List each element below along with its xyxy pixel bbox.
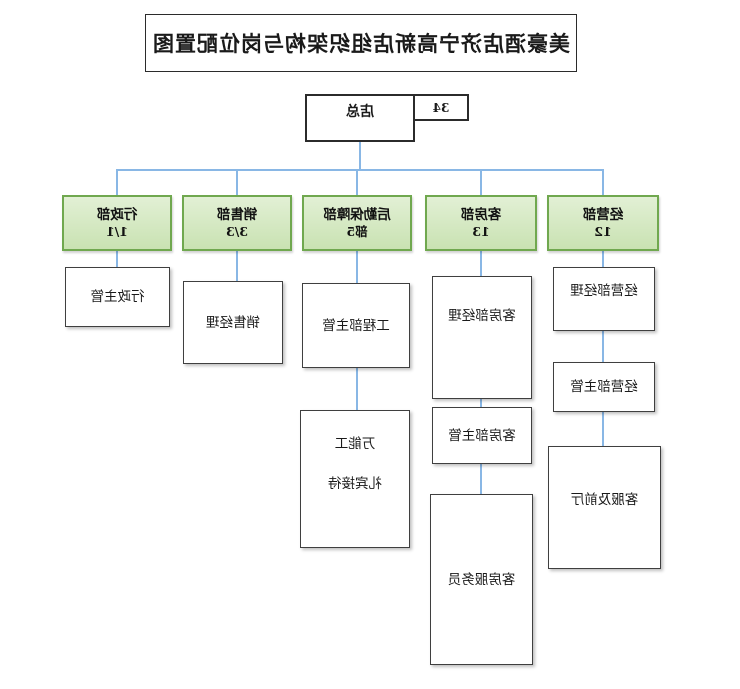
dept-count: 部5 — [346, 223, 368, 239]
connector-dept3 — [356, 171, 358, 195]
connector-dept5-child2 — [602, 331, 604, 362]
role-box-admin-supervisor[interactable]: 行政主管 — [65, 267, 170, 327]
connector-dept4 — [480, 171, 482, 195]
role-label: 行政主管 — [90, 289, 145, 305]
connector-dept5-child1 — [602, 251, 604, 267]
role-label: 经营部经理 — [570, 283, 638, 299]
connector-dept4-child1 — [480, 251, 482, 276]
connector-dept3-child1 — [356, 251, 358, 283]
role-label-line2: 礼宾接待 — [328, 476, 382, 492]
role-label: 客房服务员 — [447, 571, 516, 588]
connector-dept4-child3 — [480, 464, 482, 494]
role-box-room-attendant[interactable]: 客房服务员 — [430, 494, 533, 665]
node-store-gm[interactable]: 店总 — [305, 94, 415, 142]
dept-name: 客房部 — [460, 206, 502, 223]
chart-title: 美豪酒店济宁高新店组织架构与岗位配置图 — [152, 31, 570, 56]
connector-dept5 — [602, 171, 604, 195]
role-box-engineering-supervisor[interactable]: 工程部主管 — [302, 283, 410, 368]
dept-count: 13 — [472, 223, 490, 239]
role-box-handyman-concierge[interactable]: 万能工 礼宾接待 — [300, 410, 410, 548]
dept-name: 后勤保障部 — [323, 206, 391, 223]
connector-dept2-child1 — [236, 251, 238, 281]
headcount-value: 34 — [432, 100, 450, 115]
role-box-housekeeping-manager[interactable]: 客房部经理 — [432, 276, 532, 399]
dept-name: 经营部 — [582, 206, 624, 223]
dept-box-sales[interactable]: 销售部 3/3 — [182, 195, 292, 251]
connector-dept1 — [116, 171, 118, 195]
role-box-operations-manager[interactable]: 经营部经理 — [553, 267, 655, 331]
dept-box-logistics[interactable]: 后勤保障部 部5 — [302, 195, 412, 251]
connector-dept3-child2 — [356, 368, 358, 410]
role-label: 销售经理 — [206, 314, 260, 331]
role-label: 客房部经理 — [448, 308, 516, 324]
dept-count: 1/1 — [106, 223, 128, 239]
connector-dept5-child3 — [602, 412, 604, 446]
connector-bus — [116, 169, 604, 171]
connector-dept4-child2 — [480, 399, 482, 407]
role-label: 客房部主管 — [448, 427, 516, 444]
role-box-housekeeping-supervisor[interactable]: 客房部主管 — [432, 407, 532, 464]
dept-count: 12 — [594, 223, 612, 239]
headcount-badge[interactable]: 34 — [415, 94, 469, 121]
chart-title-box: 美豪酒店济宁高新店组织架构与岗位配置图 — [145, 14, 577, 72]
dept-box-admin[interactable]: 行政部 1/1 — [62, 195, 172, 251]
connector-root-drop — [359, 142, 361, 169]
connector-dept2 — [236, 171, 238, 195]
role-box-operations-supervisor[interactable]: 经营部主管 — [553, 362, 655, 412]
role-box-guestservice-frontdesk[interactable]: 客服及前厅 — [548, 446, 661, 569]
dept-count: 3/3 — [226, 223, 248, 239]
node-store-gm-label: 店总 — [346, 104, 374, 120]
dept-box-operations[interactable]: 经营部 12 — [547, 195, 659, 251]
dept-name: 行政部 — [96, 206, 138, 223]
dept-name: 销售部 — [216, 206, 258, 223]
role-label: 客服及前厅 — [570, 492, 639, 508]
role-box-sales-manager[interactable]: 销售经理 — [183, 281, 283, 364]
role-label: 工程部主管 — [322, 317, 390, 334]
dept-box-housekeeping[interactable]: 客房部 13 — [425, 195, 537, 251]
connector-dept1-child1 — [116, 251, 118, 267]
role-label-line1: 万能工 — [334, 436, 376, 452]
role-label: 经营部主管 — [570, 379, 638, 395]
